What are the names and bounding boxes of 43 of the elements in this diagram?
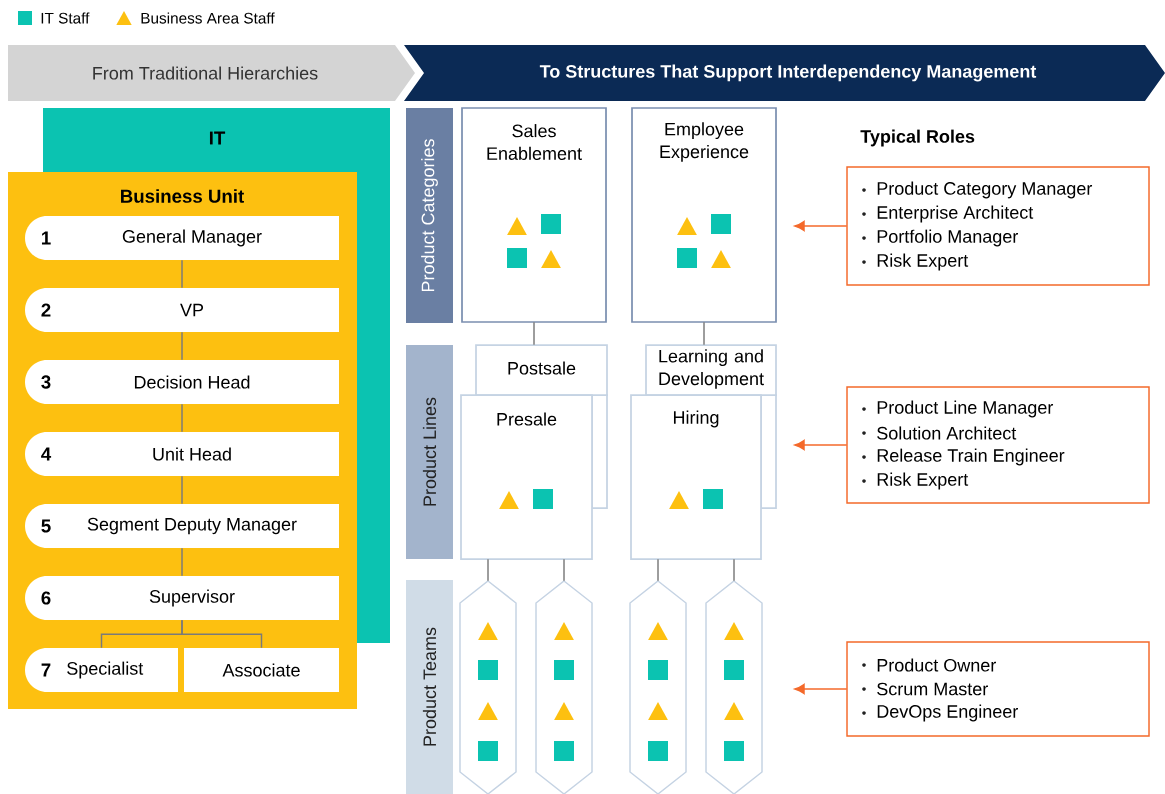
team-hexagon: [535, 580, 593, 794]
connector-line: [563, 558, 565, 582]
group-card: Sales Enablement: [461, 107, 607, 323]
roles-box: Product Owner Scrum Master DevOps Engineer: [846, 641, 1150, 737]
level-band: Product Categories: [406, 108, 453, 323]
roles-box: Product Line Manager Solution Architect Release Train Engineer Risk Expert: [846, 386, 1150, 504]
legend-label: IT Staff: [41, 12, 90, 24]
chevron-banner: To Structures That Support Interdependency Management: [404, 45, 1165, 101]
arrow: [794, 683, 848, 695]
connector-line: [181, 331, 183, 361]
connector-line: [487, 558, 489, 582]
connector-line: [703, 321, 705, 346]
connector-line: [181, 403, 183, 433]
role-row: 5 Segment Deputy Manager: [25, 504, 339, 548]
connector-line: [657, 558, 659, 582]
connector-line: [181, 619, 263, 649]
role-row: 7 Specialist: [25, 648, 178, 692]
group-card: Postsale: [475, 344, 608, 396]
arrow: [794, 439, 848, 451]
legend-label: Business Area Staff: [141, 12, 275, 24]
connector-line: [733, 558, 735, 582]
level-band: Product Lines: [406, 345, 453, 559]
team-hexagon: [459, 580, 517, 794]
it-panel: IT: [43, 108, 390, 172]
roles-box: Product Category Manager Enterprise Architect Portfolio Manager Risk Expert: [846, 166, 1150, 286]
role-row: 1 General Manager: [25, 216, 339, 260]
role-row: 6 Supervisor: [25, 576, 339, 620]
group-card: Learning and Development: [645, 344, 777, 396]
group-card: Employee Experience: [631, 107, 777, 323]
connector-line: [181, 259, 183, 289]
team-hexagon: [629, 580, 687, 794]
chevron-banner: From Traditional Hierarchies: [8, 45, 415, 101]
connector-line: [181, 475, 183, 505]
role-row: 4 Unit Head: [25, 432, 339, 476]
section-heading: Typical Roles: [860, 129, 975, 147]
team-hexagon: [705, 580, 763, 794]
role-row: 3 Decision Head: [25, 360, 339, 404]
connector-line: [181, 547, 183, 577]
role-row: 2 VP: [25, 288, 339, 332]
level-band: Product Teams: [406, 580, 453, 794]
arrow: [794, 220, 848, 232]
connector-line: [533, 321, 535, 346]
role-row: Associate: [184, 648, 339, 692]
